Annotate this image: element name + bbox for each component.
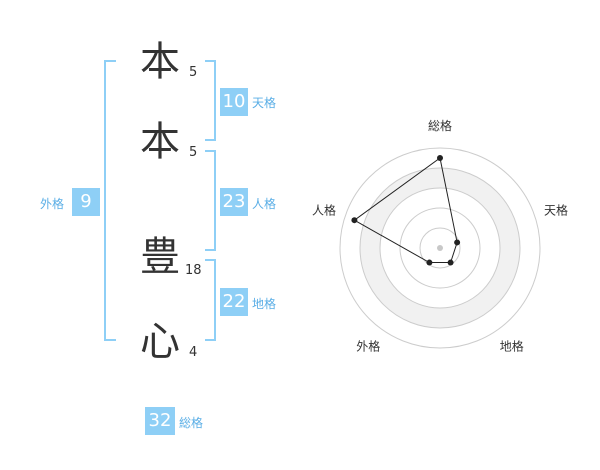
chikaku-value-badge: 22	[220, 288, 248, 316]
stroke-count-2: 5	[189, 145, 198, 160]
stroke-count-1: 5	[189, 65, 198, 80]
radar-axis-label-1: 天格	[544, 202, 568, 217]
tenkaku-label: 天格	[252, 96, 277, 110]
name-char-2: 本	[140, 119, 180, 165]
radar-center-dot	[437, 245, 443, 251]
gaikaku-value-badge: 9	[72, 188, 100, 216]
radar-point-0	[437, 155, 443, 161]
radar-point-1	[454, 239, 461, 246]
radar-axis-label-2: 地格	[500, 339, 524, 354]
tenkaku-value-badge: 10	[220, 88, 248, 116]
tenkaku-bracket	[205, 60, 216, 141]
name-char-4: 心	[140, 319, 180, 365]
radar-point-4	[351, 217, 358, 224]
jinkaku-bracket	[205, 150, 216, 251]
name-char-1: 本	[140, 39, 180, 85]
radar-axis-label-3: 外格	[356, 339, 380, 354]
chikaku-label: 地格	[252, 297, 277, 311]
radar-point-2	[447, 259, 454, 266]
radar-axis-label-0: 総格	[428, 118, 452, 133]
chikaku-bracket	[205, 259, 216, 341]
stroke-count-3: 18	[185, 263, 202, 278]
soukaku-label: 総格	[179, 416, 204, 430]
jinkaku-label: 人格	[252, 197, 277, 211]
soukaku-value-badge: 32	[145, 407, 175, 435]
name-char-3: 豊	[140, 234, 180, 280]
radar-data-polygon	[353, 157, 458, 264]
gaikaku-bracket	[104, 60, 116, 341]
gaikaku-label: 外格	[40, 197, 65, 211]
jinkaku-value-badge: 23	[220, 188, 248, 216]
radar-axis-label-4: 人格	[312, 202, 336, 217]
radar-point-3	[426, 259, 433, 266]
stroke-count-4: 4	[189, 345, 198, 360]
